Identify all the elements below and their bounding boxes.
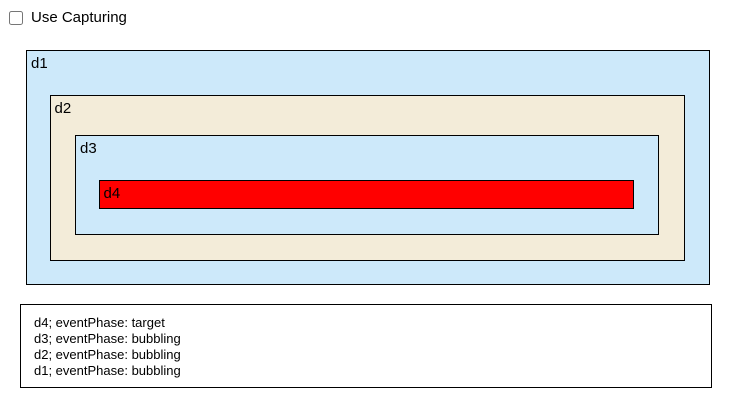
event-box-d2[interactable]: d2 d3 d4 (49, 94, 685, 261)
event-log-box: d4; eventPhase: target d3; eventPhase: b… (20, 304, 712, 388)
event-box-d4-label: d4 (103, 184, 121, 202)
event-box-d4[interactable]: d4 (98, 179, 634, 209)
use-capturing-row: Use Capturing (9, 8, 127, 28)
event-log-line: d2; eventPhase: bubbling (34, 347, 181, 362)
event-box-d3[interactable]: d3 d4 (75, 135, 659, 235)
event-box-d2-label: d2 (54, 99, 72, 117)
event-log-line: d4; eventPhase: target (34, 315, 165, 330)
use-capturing-checkbox[interactable] (9, 11, 23, 25)
event-box-d1[interactable]: d1 d2 d3 d4 (26, 50, 710, 285)
event-box-d3-label: d3 (80, 140, 97, 157)
event-box-d1-label: d1 (31, 55, 48, 72)
use-capturing-label[interactable]: Use Capturing (31, 9, 127, 26)
event-log-line: d3; eventPhase: bubbling (34, 331, 181, 346)
event-log-line: d1; eventPhase: bubbling (34, 363, 181, 378)
